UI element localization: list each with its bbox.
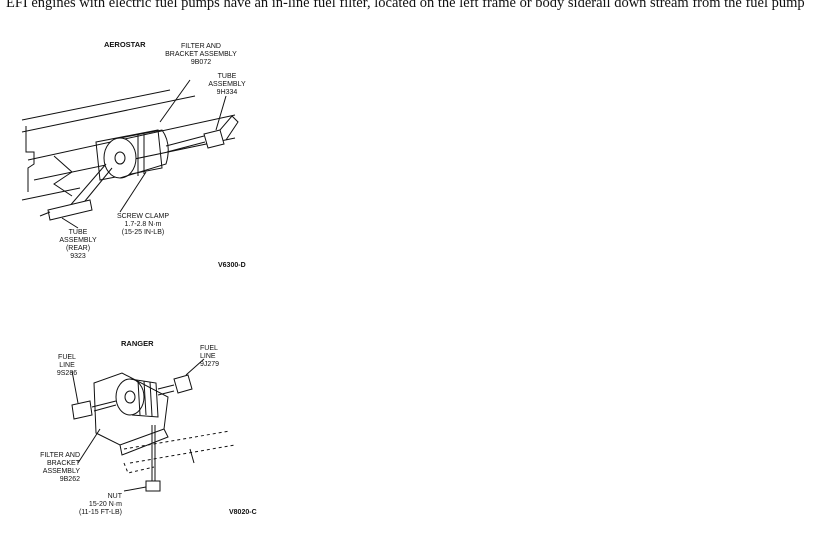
- aerostar-figure-code: V6300-D: [218, 262, 246, 269]
- frame-rail-top: [22, 90, 170, 120]
- ranger-nut-label: NUT 15-20 N·m (11-15 FT-LB): [78, 493, 122, 516]
- ranger-fuel-line-left-label: FUEL LINE 9S286: [56, 354, 78, 377]
- ranger-left-fitting: [72, 401, 92, 419]
- ranger-filter-label: FILTER AND BRACKET ASSEMBLY 9B262: [40, 452, 80, 483]
- aerostar-clamp-label: SCREW CLAMP 1.7-2.8 N·m (15-25 IN-LB): [116, 213, 170, 236]
- aerostar-tube-rear-label: TUBE ASSEMBLY (REAR) 9323: [59, 229, 97, 260]
- ranger-figure-code: V8020-C: [229, 509, 257, 516]
- ranger-fuel-line-right-label: FUEL LINE 9J279: [200, 345, 220, 368]
- aerostar-filter-label: FILTER AND BRACKET ASSEMBLY 9B072: [165, 43, 237, 66]
- aerostar-illustration: [20, 60, 260, 230]
- ranger-right-fitting: [174, 375, 192, 393]
- ranger-title: RANGER: [121, 339, 154, 348]
- ranger-nut: [146, 481, 160, 491]
- aerostar-tube-label: TUBE ASSEMBLY 9H334: [208, 73, 246, 96]
- aerostar-title: AEROSTAR: [104, 40, 146, 49]
- bracket-plate: [96, 130, 162, 180]
- ranger-illustration: [60, 345, 260, 515]
- frame-rail-middle: [28, 115, 235, 160]
- tube-assembly-fitting: [204, 130, 224, 148]
- tube-rear-fitting: [48, 200, 92, 220]
- intro-text: EFI engines with electric fuel pumps hav…: [6, 0, 805, 11]
